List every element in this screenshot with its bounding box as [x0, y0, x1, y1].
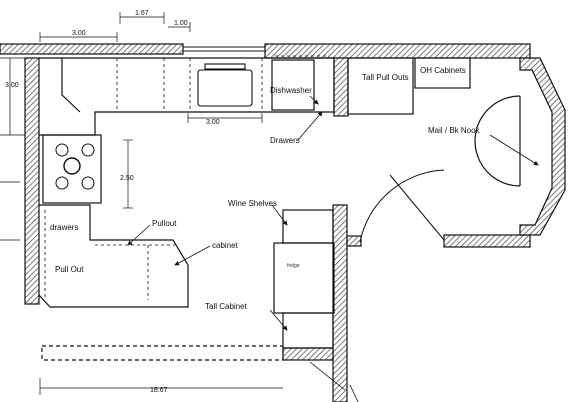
- tall-pull-outs-box: [347, 57, 414, 115]
- bench: [41, 345, 284, 361]
- counter-corner: [61, 58, 81, 113]
- burners: [55, 143, 95, 190]
- label-drawers-left: drawers: [50, 223, 78, 232]
- dishwasher-box: [271, 59, 315, 111]
- dim-300-top: 3.00: [72, 30, 86, 37]
- label-drawers-right: Drawers: [270, 136, 300, 145]
- wall-top-right: [264, 43, 531, 59]
- wall-top-left: [0, 43, 184, 55]
- counter-top-run: [39, 57, 335, 136]
- oh-cabinet-box: [414, 57, 471, 89]
- dim-100: 1.00: [174, 20, 188, 27]
- dimension-lines: [0, 12, 283, 395]
- leader-lines: [127, 95, 539, 402]
- tall-cabinet-box: [282, 312, 334, 349]
- walls: [0, 43, 531, 402]
- window: [182, 44, 265, 54]
- label-cabinet-island: cabinet: [212, 241, 239, 250]
- wall-divider-stub: [333, 57, 349, 117]
- label-tall-cabinet: Tall Cabinet: [205, 302, 248, 311]
- label-mail-bk-nook: Mail / Bk Nook: [428, 126, 481, 135]
- label-oh-cabinets: OH Cabinets: [420, 66, 466, 75]
- dim-300-sink: 3.00: [206, 119, 220, 126]
- wall-door-jamb: [346, 235, 362, 247]
- nook-table: [474, 95, 521, 187]
- dim-250: 2.50: [120, 175, 134, 182]
- dim-300-left: 3.00: [5, 82, 19, 89]
- wine-shelves-box: [282, 209, 334, 244]
- label-tall-pull-outs: Tall Pull Outs: [362, 73, 409, 82]
- wall-right-lower: [332, 204, 348, 402]
- label-wine-shelves: Wine Shelves: [228, 199, 277, 208]
- label-pull-out-left: Pull Out: [55, 265, 84, 274]
- door-leaf: [389, 174, 445, 241]
- wall-left: [24, 57, 40, 305]
- label-pullout-island: Pullout: [152, 219, 177, 228]
- label-fridge: fridge: [287, 263, 300, 269]
- sink: [197, 63, 253, 107]
- wall-bottom-right: [443, 234, 531, 248]
- cooktop: [42, 134, 102, 204]
- label-dishwasher: Dishwasher: [270, 86, 312, 95]
- dim-1867: 18.67: [150, 387, 168, 394]
- wall-counter-bottom: [282, 347, 334, 361]
- fridge-box: [273, 242, 335, 314]
- counters: [38, 57, 471, 361]
- dim-167: 1.67: [135, 10, 149, 17]
- bay-window: [519, 57, 566, 236]
- dashed-lines: [44, 55, 330, 300]
- counter-left-lower: [38, 204, 189, 308]
- door-swing: [359, 169, 445, 243]
